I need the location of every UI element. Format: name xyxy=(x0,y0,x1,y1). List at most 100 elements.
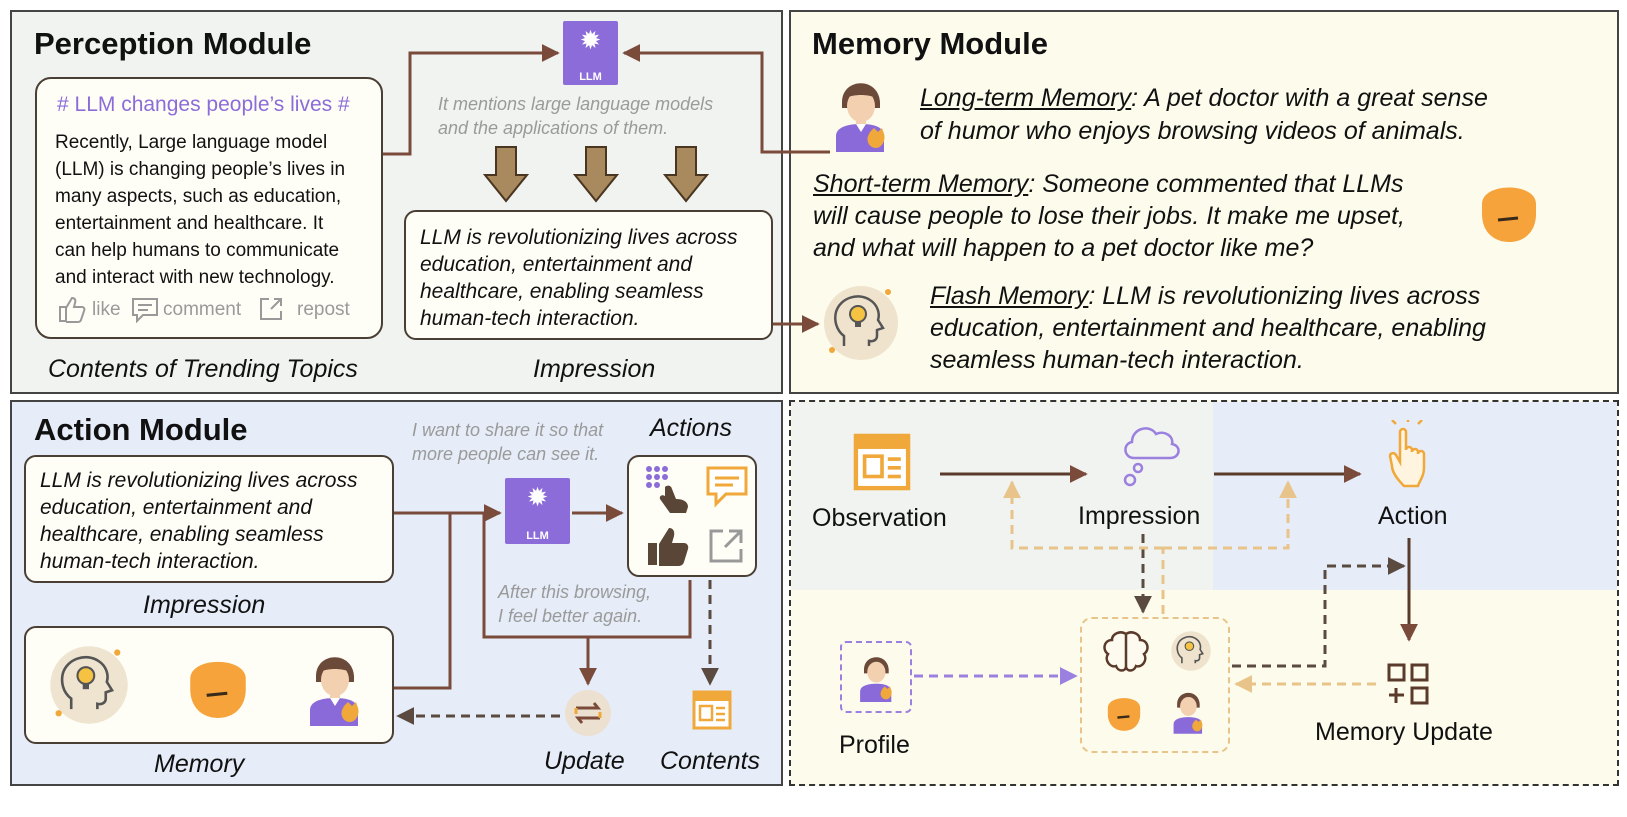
post-line: many aspects, such as education, xyxy=(55,186,342,207)
upset-face-icon xyxy=(1482,187,1536,242)
like-thumb-icon[interactable] xyxy=(57,295,87,323)
comment-icon[interactable] xyxy=(131,297,159,323)
action-memory-card xyxy=(24,626,394,744)
perception-impression-card: LLM is revolutionizing lives across educ… xyxy=(404,210,773,340)
impression-line: healthcare, enabling seamless xyxy=(420,280,704,303)
contents-label: Contents xyxy=(660,747,761,775)
short-term-line-1: Short-term Memory: Someone commented tha… xyxy=(813,168,1405,200)
share-note-line: I want to share it so that xyxy=(412,420,604,440)
feel-note-line: I feel better again. xyxy=(498,606,643,626)
short-term-memory: Short-term Memory: Someone commented tha… xyxy=(813,168,1405,264)
actions-card xyxy=(627,455,757,577)
observation-label: Observation xyxy=(812,504,947,532)
memory-store-box xyxy=(1080,617,1230,753)
perception-module-title: Perception Module xyxy=(34,26,312,61)
memory-module-title: Memory Module xyxy=(812,26,1048,61)
action-memory-caption: Memory xyxy=(154,750,245,778)
update-label: Update xyxy=(544,747,625,775)
upset-face-icon xyxy=(190,661,246,718)
pet-doctor-avatar-icon xyxy=(310,657,359,726)
long-term-line-1: Long-term Memory: A pet doctor with a gr… xyxy=(920,82,1488,115)
pet-doctor-avatar-icon xyxy=(1173,692,1203,734)
tap-gesture-icon[interactable] xyxy=(643,463,693,513)
post-line: and interact with new technology. xyxy=(55,267,335,288)
overview-impression-label: Impression xyxy=(1078,502,1201,530)
memory-update-label: Memory Update xyxy=(1315,718,1493,746)
thought-cloud-icon xyxy=(1123,427,1180,487)
feel-note: After this browsing, I feel better again… xyxy=(498,580,651,628)
repost-label[interactable]: repost xyxy=(297,299,350,320)
pointing-hand-icon xyxy=(1388,420,1426,488)
short-term-line-2: will cause people to lose their jobs. It… xyxy=(813,202,1405,230)
down-arrow-icon xyxy=(663,146,709,203)
thinking-head-icon xyxy=(824,286,898,360)
flash-label: Flash Memory xyxy=(930,282,1089,310)
thinking-head-icon xyxy=(1171,631,1211,671)
thumbs-up-icon[interactable] xyxy=(645,523,691,569)
impression-line: education, entertainment and xyxy=(420,253,693,276)
flash-memory: Flash Memory: LLM is revolutionizing liv… xyxy=(930,280,1486,376)
comment-bubble-icon[interactable] xyxy=(705,465,749,509)
thinking-head-icon xyxy=(50,646,128,724)
overview-action-label: Action xyxy=(1378,502,1448,530)
update-cycle-icon xyxy=(565,690,611,736)
post-line: can help humans to communicate xyxy=(55,240,340,261)
short-term-text: : Someone commented that LLMs xyxy=(1028,170,1404,198)
pet-doctor-avatar-icon xyxy=(836,83,885,152)
llm-label: LLM xyxy=(579,71,602,83)
impression-text: LLM is revolutionizing lives across educ… xyxy=(420,224,737,332)
short-term-label: Short-term Memory xyxy=(813,170,1029,198)
long-term-text: : A pet doctor with a great sense xyxy=(1131,84,1488,112)
action-module-title: Action Module xyxy=(34,412,248,447)
memory-module-panel xyxy=(789,10,1619,394)
action-impression-card: LLM is revolutionizing lives across educ… xyxy=(24,455,394,583)
action-impression-line: human-tech interaction. xyxy=(40,550,260,573)
post-line: Recently, Large language model xyxy=(55,132,328,153)
llm-note-line: It mentions large language models xyxy=(438,94,714,114)
post-hashtag: # LLM changes people’s lives # xyxy=(57,93,350,116)
down-arrow-icon xyxy=(573,146,619,203)
short-term-line-3: and what will happen to a pet doctor lik… xyxy=(813,234,1314,262)
llm-brain-icon: ✹ xyxy=(579,25,602,55)
trending-post-card: # LLM changes people’s lives # Recently,… xyxy=(35,77,383,339)
impression-line: LLM is revolutionizing lives across xyxy=(420,226,738,249)
post-line: (LLM) is changing people’s lives in xyxy=(55,159,346,180)
contents-doc-icon xyxy=(692,690,732,730)
memory-update-grid-icon xyxy=(1387,663,1429,705)
flash-line-3: seamless human-tech interaction. xyxy=(930,346,1304,374)
action-impression-line: LLM is revolutionizing lives across xyxy=(40,469,358,492)
profile-box xyxy=(840,641,912,713)
impression-line: human-tech interaction. xyxy=(420,307,640,330)
repost-icon[interactable] xyxy=(258,296,284,322)
trending-caption: Contents of Trending Topics xyxy=(48,355,358,383)
comment-label[interactable]: comment xyxy=(163,299,242,320)
share-note: I want to share it so that more people c… xyxy=(412,418,603,466)
flash-line-2: education, entertainment and healthcare,… xyxy=(930,314,1486,342)
down-arrow-icon xyxy=(483,146,529,203)
action-impression-caption: Impression xyxy=(143,591,266,619)
llm-label: LLM xyxy=(526,530,549,542)
llm-note-line: and the applications of them. xyxy=(438,118,669,138)
llm-brain-icon: ✹ xyxy=(526,482,549,512)
feel-note-line: After this browsing, xyxy=(498,582,652,602)
llm-chip-perception: ✹ LLM xyxy=(563,21,618,85)
pet-doctor-avatar-icon xyxy=(860,657,892,702)
long-term-label: Long-term Memory xyxy=(920,84,1132,112)
llm-chip-action: ✹ LLM xyxy=(505,478,570,544)
action-impression-line: healthcare, enabling seamless xyxy=(40,523,324,546)
brain-icon xyxy=(1103,631,1149,672)
overview-panel xyxy=(789,400,1619,786)
flash-line-1: Flash Memory: LLM is revolutionizing liv… xyxy=(930,280,1486,312)
post-line: entertainment and healthcare. It xyxy=(55,213,324,234)
action-impression-line: education, entertainment and xyxy=(40,496,313,519)
share-out-icon[interactable] xyxy=(707,527,745,565)
llm-note: It mentions large language models and th… xyxy=(438,92,713,140)
long-term-memory: Long-term Memory: A pet doctor with a gr… xyxy=(920,82,1488,148)
share-note-line: more people can see it. xyxy=(412,444,600,464)
like-label[interactable]: like xyxy=(92,299,121,320)
actions-label: Actions xyxy=(650,414,732,442)
upset-face-icon xyxy=(1107,698,1141,731)
observation-doc-icon xyxy=(853,433,911,491)
long-term-line-2: of humor who enjoys browsing videos of a… xyxy=(920,117,1465,145)
post-body: Recently, Large language model (LLM) is … xyxy=(55,129,369,291)
